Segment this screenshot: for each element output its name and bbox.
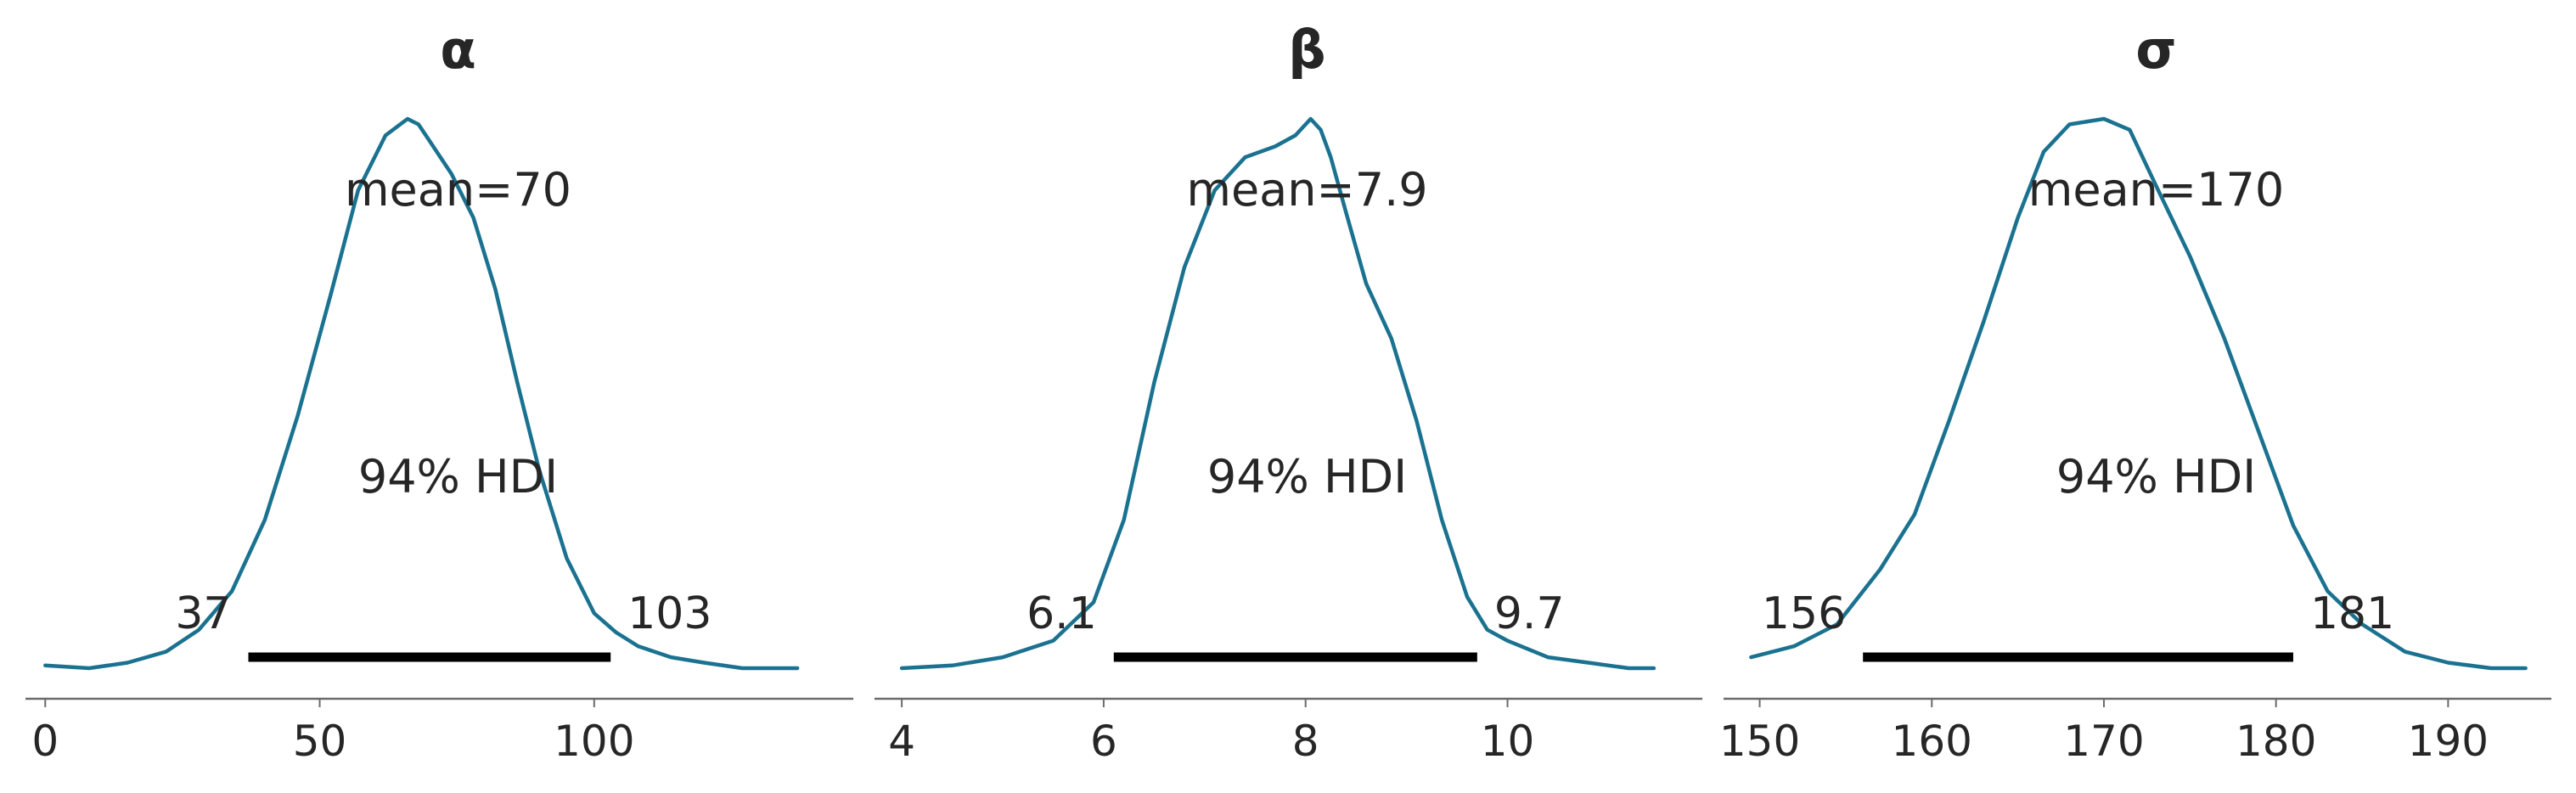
hdi-high-label: 103 bbox=[627, 588, 711, 639]
mean-label: mean=170 bbox=[2028, 163, 2284, 217]
mean-label: mean=7.9 bbox=[1186, 163, 1427, 217]
hdi-low-label: 37 bbox=[175, 588, 231, 639]
x-tick-label: 100 bbox=[554, 717, 634, 766]
panel-title: α bbox=[440, 19, 476, 81]
x-tick-label: 170 bbox=[2063, 717, 2144, 766]
mean-label: mean=70 bbox=[345, 163, 571, 217]
x-tick-label: 150 bbox=[1719, 717, 1800, 766]
x-tick-label: 190 bbox=[2408, 717, 2489, 766]
x-tick-label: 0 bbox=[31, 717, 59, 766]
x-tick-label: 180 bbox=[2236, 717, 2316, 766]
x-tick-label: 160 bbox=[1892, 717, 1972, 766]
x-tick-label: 8 bbox=[1292, 717, 1319, 766]
panel-title: σ bbox=[2135, 19, 2176, 81]
hdi-low-label: 6.1 bbox=[1026, 588, 1097, 639]
hdi-label: 94% HDI bbox=[1207, 450, 1407, 503]
x-tick-label: 50 bbox=[293, 717, 347, 766]
panel-title: β bbox=[1288, 19, 1325, 81]
x-tick-label: 6 bbox=[1090, 717, 1117, 766]
posterior-density-line bbox=[43, 116, 800, 671]
hdi-label: 94% HDI bbox=[2056, 450, 2256, 503]
posterior-density-line bbox=[1749, 116, 2528, 671]
hdi-high-label: 181 bbox=[2310, 588, 2394, 639]
hdi-low-label: 156 bbox=[1762, 588, 1846, 639]
x-tick-label: 10 bbox=[1481, 717, 1535, 766]
x-tick-label: 4 bbox=[888, 717, 915, 766]
hdi-high-label: 9.7 bbox=[1494, 588, 1565, 639]
posterior-density-line bbox=[899, 116, 1656, 671]
hdi-label: 94% HDI bbox=[358, 450, 558, 503]
